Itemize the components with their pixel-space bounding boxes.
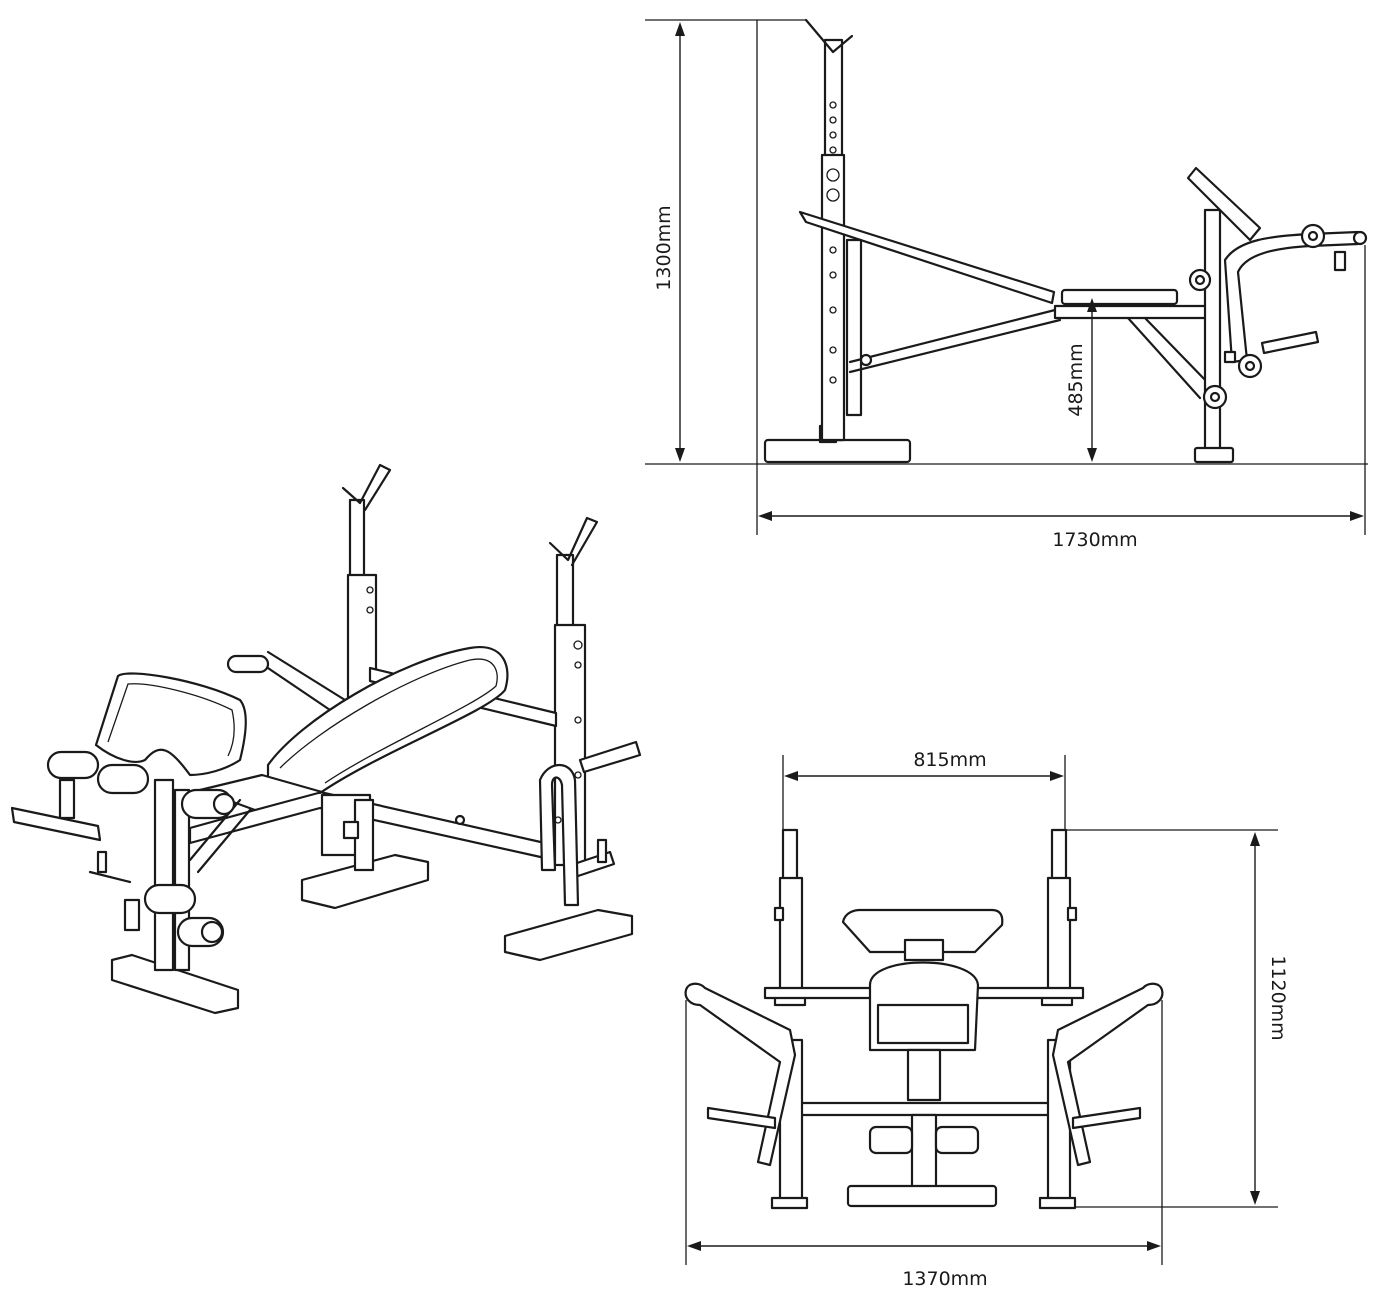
front-view: 815mm 1120mm 1370mm bbox=[684, 749, 1289, 1290]
label-height-total: 1300mm bbox=[653, 205, 675, 290]
label-upright-spacing: 815mm bbox=[913, 749, 986, 771]
label-depth-total: 1120mm bbox=[1267, 955, 1289, 1040]
side-view: 1300mm 485mm 1730mm bbox=[645, 18, 1368, 551]
perspective-view bbox=[10, 463, 642, 1015]
label-seat-height: 485mm bbox=[1065, 343, 1087, 416]
upright-holes bbox=[826, 101, 840, 384]
label-length-total: 1730mm bbox=[1052, 529, 1137, 551]
label-width-total: 1370mm bbox=[902, 1268, 987, 1290]
